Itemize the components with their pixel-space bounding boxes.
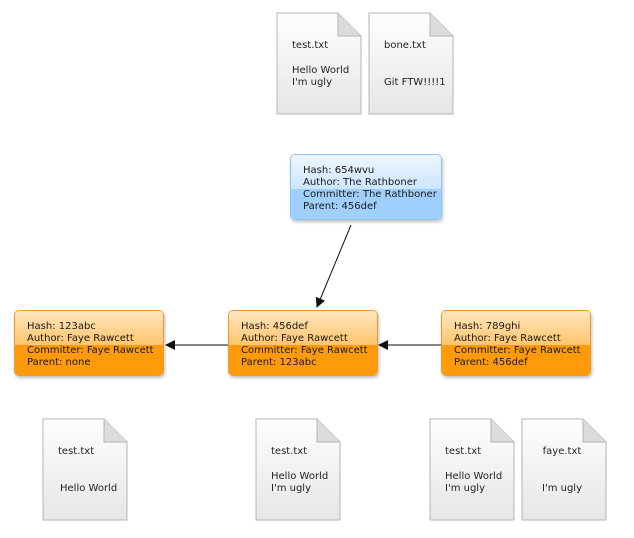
file-content: Hello World I'm ugly xyxy=(445,471,503,494)
commit-author: Author: The Rathboner xyxy=(303,176,417,188)
commit-parent: Parent: none xyxy=(27,356,91,368)
commit-parent: Parent: 123abc xyxy=(241,356,317,368)
arrow-654wvu-to-456def xyxy=(315,224,352,308)
commit-hash: Hash: 789ghi xyxy=(454,321,521,332)
commit-committer: Committer: Faye Rawcett xyxy=(241,345,368,356)
document-icon xyxy=(368,12,454,115)
commit-author: Author: Faye Rawcett xyxy=(27,332,134,344)
file-content: Git FTW!!!!1 xyxy=(384,77,446,88)
file-test-txt-123abc: test.txt Hello World xyxy=(42,418,130,522)
file-content: Hello World xyxy=(60,483,118,494)
file-content: I'm ugly xyxy=(542,483,582,494)
file-test-txt-789ghi: test.txt Hello World I'm ugly xyxy=(429,418,517,522)
document-icon xyxy=(429,418,515,521)
commit-committer: Committer: Faye Rawcett xyxy=(27,345,154,356)
commit-parent: Parent: 456def xyxy=(454,356,528,368)
commit-654wvu: Hash: 654wvu Author: The Rathboner Commi… xyxy=(290,154,442,220)
document-icon xyxy=(42,418,128,521)
commit-committer: Committer: Faye Rawcett xyxy=(454,345,581,356)
commit-hash: Hash: 123abc xyxy=(27,321,96,332)
document-icon xyxy=(521,418,607,521)
commit-parent: Parent: 456def xyxy=(303,200,377,212)
commit-123abc: Hash: 123abc Author: Faye Rawcett Commit… xyxy=(14,310,164,376)
commit-committer: Committer: The Rathboner xyxy=(303,189,437,200)
commit-author: Author: Faye Rawcett xyxy=(454,332,561,344)
file-name: test.txt xyxy=(58,446,95,457)
file-name: test.txt xyxy=(292,40,329,51)
document-icon xyxy=(255,418,341,521)
file-name: bone.txt xyxy=(384,40,426,51)
file-content: Hello World I'm ugly xyxy=(271,471,329,494)
commit-author: Author: Faye Rawcett xyxy=(241,332,348,344)
file-name: test.txt xyxy=(445,446,482,457)
file-name: test.txt xyxy=(271,446,308,457)
document-icon xyxy=(276,12,362,115)
file-name: faye.txt xyxy=(542,446,582,457)
commit-hash: Hash: 654wvu xyxy=(303,165,375,176)
file-test-txt-456def: test.txt Hello World I'm ugly xyxy=(255,418,343,522)
file-bone-txt-top: bone.txt Git FTW!!!!1 xyxy=(368,12,456,116)
file-test-txt-top: test.txt Hello World I'm ugly xyxy=(276,12,364,116)
commit-789ghi: Hash: 789ghi Author: Faye Rawcett Commit… xyxy=(441,310,591,376)
file-faye-txt-789ghi: faye.txt I'm ugly xyxy=(521,418,609,522)
commit-456def: Hash: 456def Author: Faye Rawcett Commit… xyxy=(228,310,378,376)
file-content: Hello World I'm ugly xyxy=(292,65,350,88)
commit-hash: Hash: 456def xyxy=(241,321,308,332)
